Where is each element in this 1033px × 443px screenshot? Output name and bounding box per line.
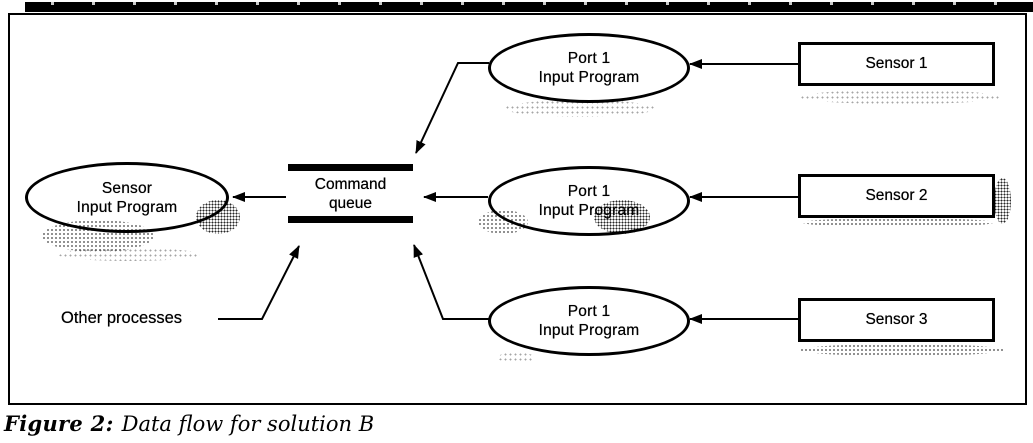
node-sensor-1: Sensor 1 <box>798 42 995 86</box>
node-label: Sensor 1 <box>865 55 928 72</box>
node-sensor-input-program: Sensor Input Program <box>25 162 229 233</box>
figure-caption: Figure 2: Data flow for solution B <box>4 411 374 436</box>
figure-caption-text: Data flow for solution B <box>121 412 375 436</box>
node-label-line: Input Program <box>76 198 178 216</box>
node-label-line: Sensor <box>101 179 153 197</box>
scan-shadow <box>498 352 534 363</box>
label-other-processes: Other processes <box>61 309 183 327</box>
node-label: Sensor 2 <box>865 187 928 204</box>
figure-caption-number: Figure 2: <box>4 411 114 436</box>
node-label-line: Input Program <box>538 322 640 339</box>
scan-shadow <box>994 178 1011 224</box>
scan-shadow <box>800 90 1000 104</box>
command-queue-bottom-bar <box>288 216 413 223</box>
node-sensor-2: Sensor 2 <box>798 174 995 218</box>
scan-shadow <box>594 200 650 234</box>
node-label-line: Input Program <box>538 69 640 86</box>
node-label-line: queue <box>328 194 373 212</box>
diagram-frame <box>8 13 1027 405</box>
node-label-line: Port 1 <box>567 50 611 67</box>
scan-shadow <box>196 200 240 234</box>
node-label-line: Port 1 <box>567 303 611 320</box>
node-label-line: Port 1 <box>567 183 611 200</box>
node-sensor-3: Sensor 3 <box>798 298 995 342</box>
node-label-line: Command <box>314 175 387 193</box>
node-label: Sensor 3 <box>865 311 928 328</box>
top-scan-bar <box>25 2 1033 12</box>
node-command-queue: Command queue <box>288 171 413 216</box>
command-queue-top-bar <box>288 164 413 171</box>
scan-shadow <box>802 218 994 227</box>
scan-shadow <box>42 220 154 252</box>
node-port-program-top: Port 1 Input Program <box>488 33 690 103</box>
scan-shadow <box>58 248 200 261</box>
scan-shadow <box>478 210 528 234</box>
scan-shadow <box>505 100 655 117</box>
node-port-program-bottom: Port 1 Input Program <box>488 286 690 356</box>
scan-shadow <box>800 344 1004 356</box>
